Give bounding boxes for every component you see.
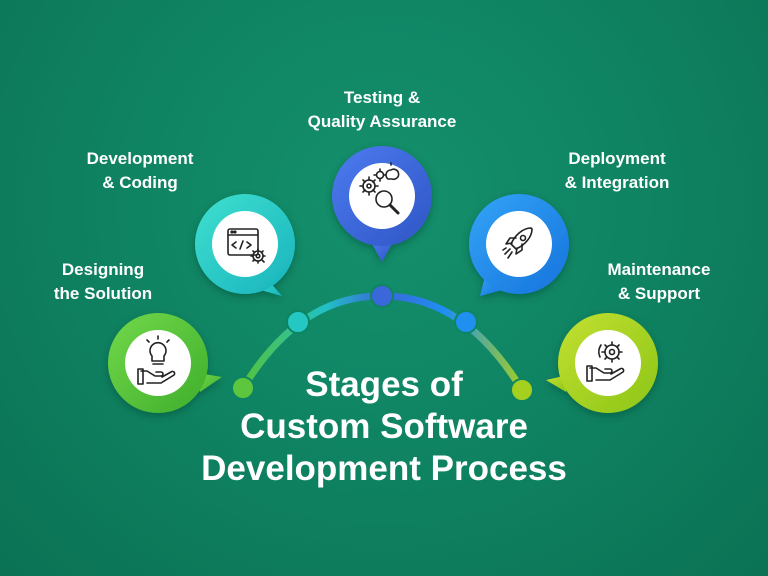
stage-designing-badge bbox=[108, 313, 222, 413]
stage-deployment-line1: Deployment bbox=[568, 149, 666, 168]
stage-deployment-badge bbox=[469, 194, 569, 296]
stage-label-development: Development & Coding bbox=[50, 147, 230, 195]
code-window-gear-icon bbox=[227, 228, 266, 264]
stage-development-line2: & Coding bbox=[102, 173, 178, 192]
stage-development-badge bbox=[195, 194, 295, 296]
stage-label-testing: Testing & Quality Assurance bbox=[272, 86, 492, 134]
stage-testing-line1: Testing & bbox=[343, 88, 421, 107]
stage-maintenance-line2: & Support bbox=[617, 284, 701, 303]
title-line1: Stages of bbox=[305, 365, 463, 404]
gears-magnifier-icon bbox=[359, 162, 400, 215]
stage-label-designing: Designing the Solution bbox=[18, 258, 188, 306]
stage-maintenance-line1: Maintenance bbox=[607, 260, 711, 279]
stage-label-deployment: Deployment & Integration bbox=[527, 147, 707, 195]
stage-designing-line2: the Solution bbox=[53, 284, 153, 303]
arc-node-4 bbox=[454, 310, 478, 334]
lightbulb-hand-icon bbox=[137, 335, 176, 385]
stage-label-maintenance: Maintenance & Support bbox=[574, 258, 744, 306]
arc-node-2 bbox=[286, 310, 310, 334]
stage-development-line1: Development bbox=[86, 149, 194, 168]
arc-node-5 bbox=[510, 378, 534, 402]
title-line3: Development Process bbox=[201, 449, 567, 488]
title-line2: Custom Software bbox=[240, 407, 528, 446]
stage-testing-badge bbox=[332, 146, 432, 262]
stage-designing-line1: Designing bbox=[61, 260, 145, 279]
hand-gear-icon bbox=[586, 341, 625, 382]
stage-deployment-line2: & Integration bbox=[564, 173, 670, 192]
rocket-icon bbox=[502, 227, 533, 259]
arc-node-1 bbox=[231, 376, 255, 400]
diagram-title: Stages of Custom Software Development Pr… bbox=[134, 364, 634, 490]
arc-node-3 bbox=[370, 284, 394, 308]
stage-testing-line2: Quality Assurance bbox=[307, 112, 457, 131]
